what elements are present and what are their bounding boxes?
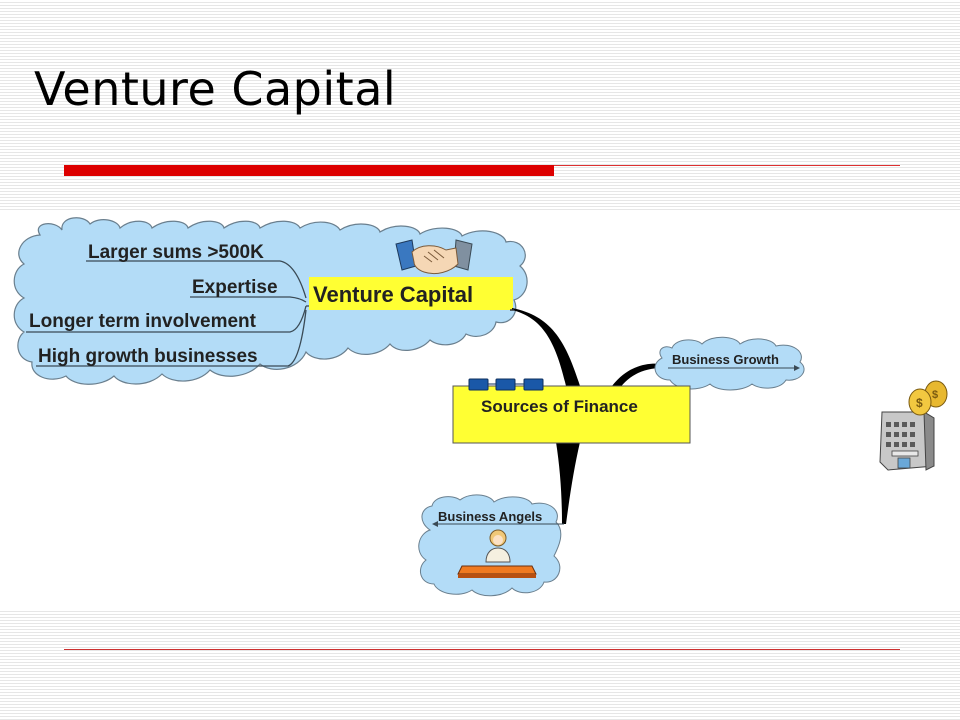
footer-rule: [64, 649, 900, 650]
venture-capital-feature-lines: [26, 260, 312, 367]
bank-building-icon: [879, 411, 935, 471]
node-tab-marker: [468, 378, 489, 391]
node-tab-marker: [523, 378, 544, 391]
svg-text:$: $: [916, 396, 923, 410]
title-underline-thick: [64, 165, 554, 176]
business-angels-label: Business Angels: [438, 509, 542, 524]
slide-title: Venture Capital: [34, 62, 397, 116]
mind-map-connectors: [512, 308, 662, 524]
feature-label-longer-term: Longer term involvement: [29, 311, 257, 332]
businesswoman-at-desk-icon: [457, 529, 537, 578]
feature-label-expertise: Expertise: [192, 277, 278, 298]
sources-of-finance-node: [452, 385, 691, 444]
mind-map-panel: Larger sums >500K Expertise Longer term …: [0, 212, 960, 610]
mind-map-diagram: Larger sums >500K Expertise Longer term …: [13, 217, 948, 597]
title-underline-thin: [554, 165, 900, 166]
feature-label-larger-sums: Larger sums >500K: [88, 242, 264, 263]
venture-capital-node-label: Venture Capital: [313, 282, 473, 307]
venture-capital-node: [309, 277, 513, 310]
venture-capital-cloud: [13, 217, 528, 385]
business-growth-cloud: [654, 336, 805, 391]
node-tab-marker: [495, 378, 516, 391]
business-growth-label: Business Growth: [672, 352, 779, 367]
feature-label-high-growth: High growth businesses: [38, 346, 258, 367]
svg-text:$: $: [932, 389, 938, 401]
handshake-icon: [395, 239, 473, 275]
sources-of-finance-label: Sources of Finance: [481, 397, 638, 416]
coins-icon: $ $: [908, 380, 948, 416]
